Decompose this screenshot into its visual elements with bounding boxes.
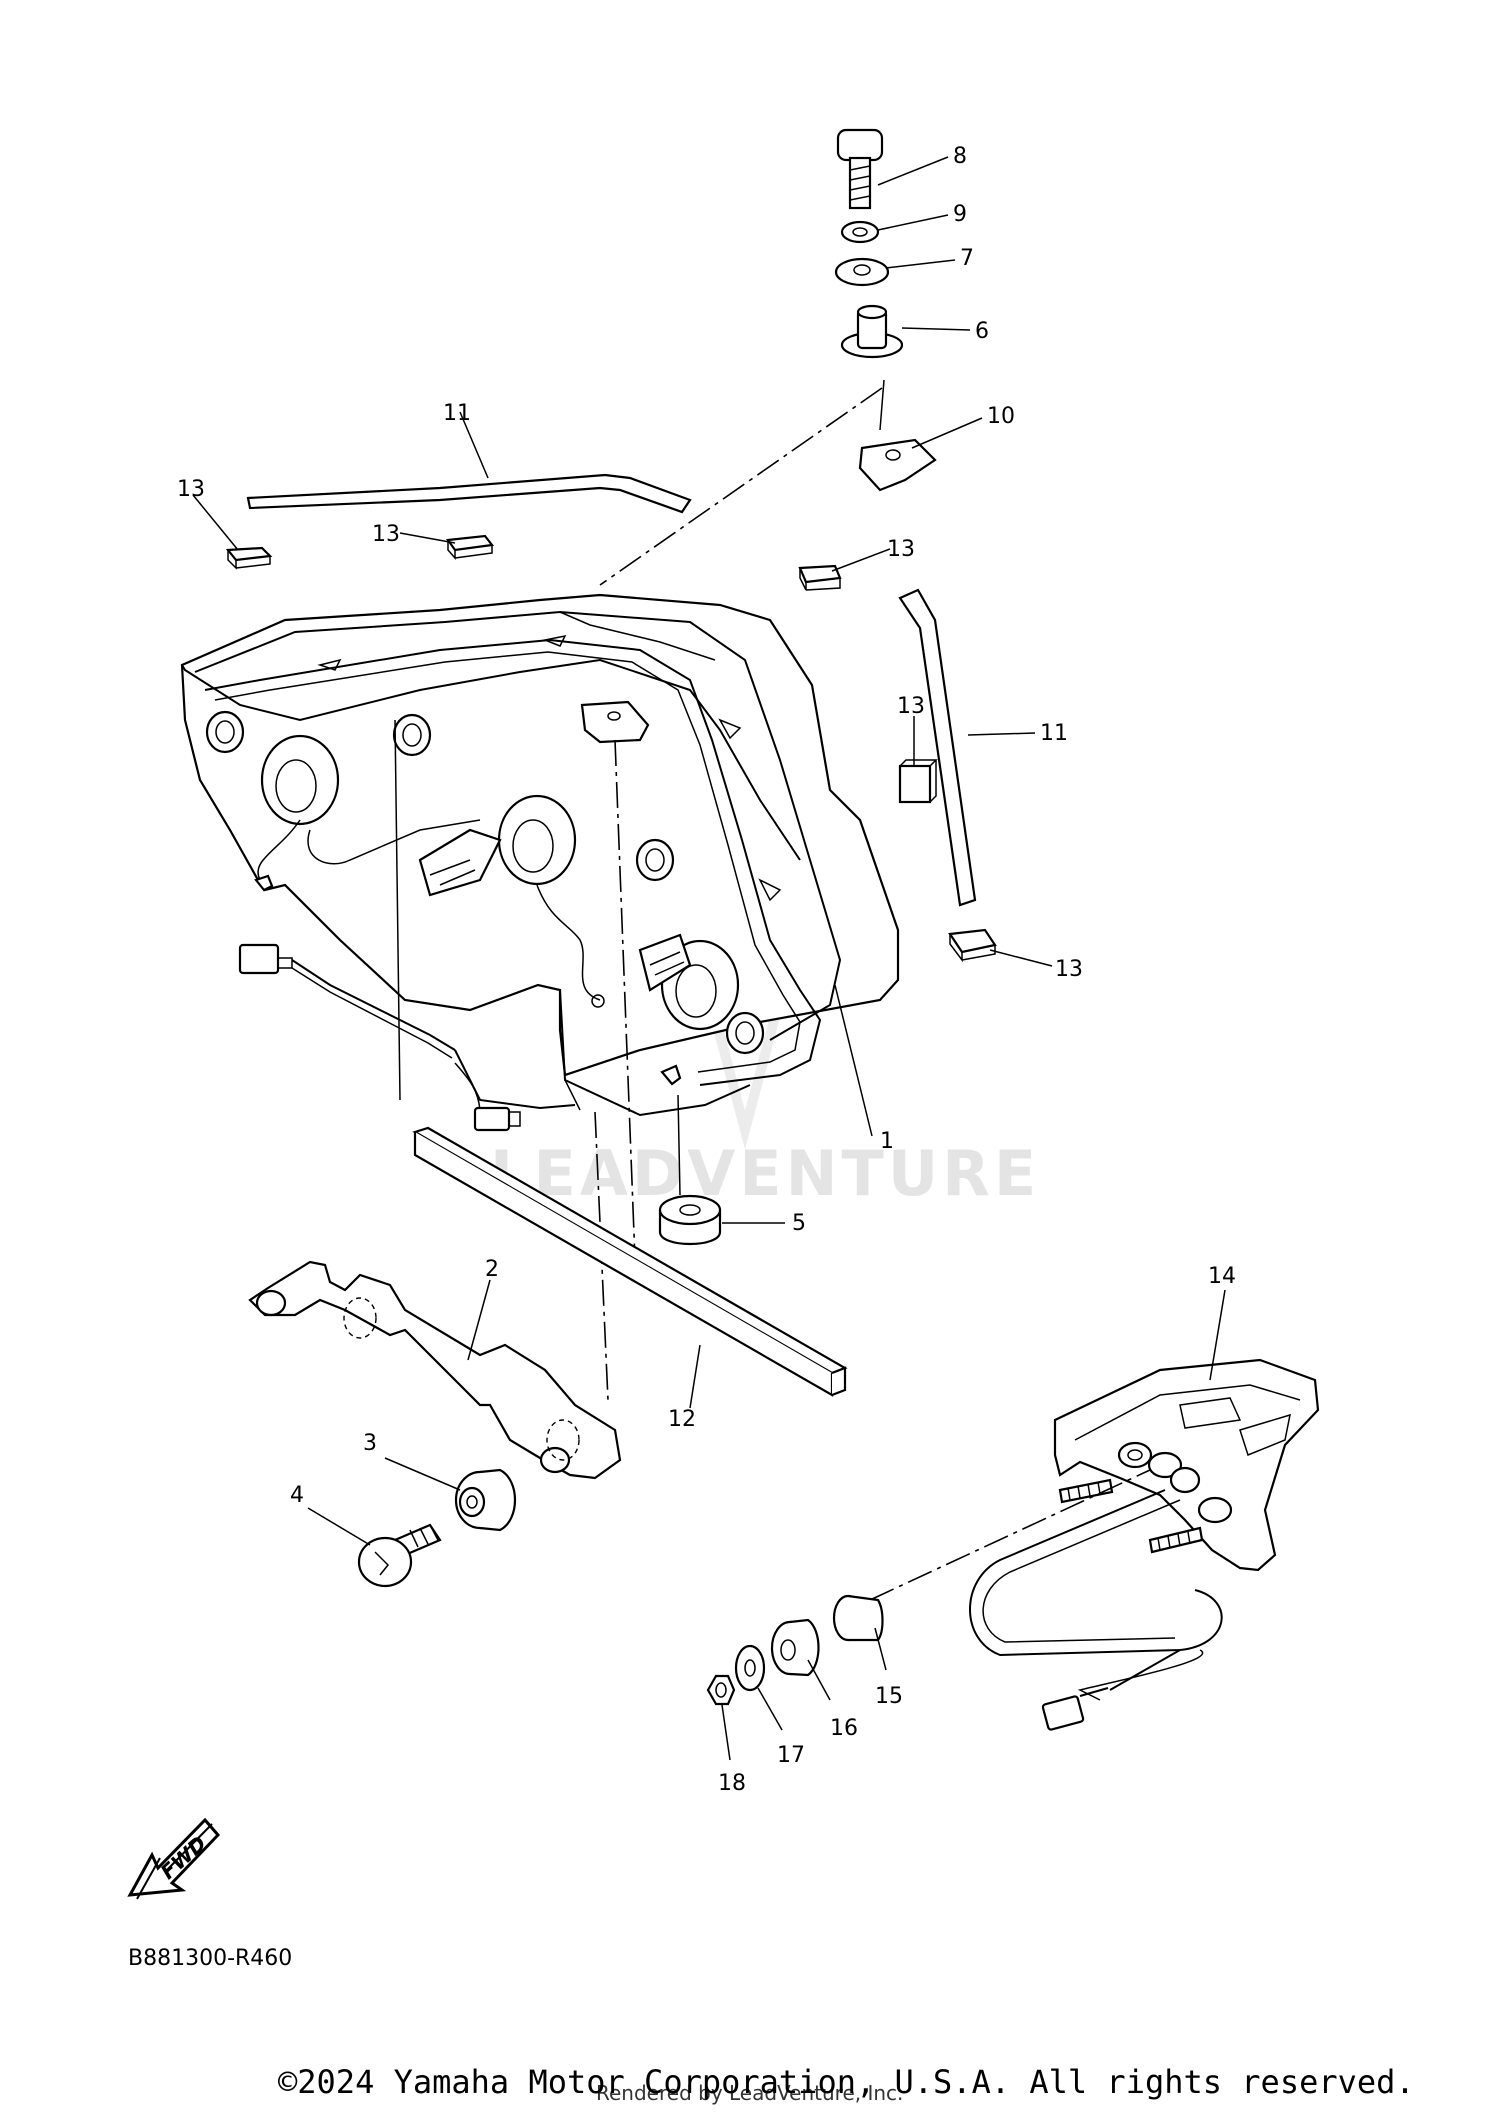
- assembly-line: [614, 739, 636, 1261]
- pad-13: [225, 546, 273, 570]
- wire-harness: [238, 943, 576, 1132]
- callout-8: 8: [953, 144, 967, 169]
- grommet-16: [770, 1618, 820, 1677]
- callout-13: 13: [887, 537, 915, 562]
- bolt-8: [836, 128, 884, 210]
- callout-4: 4: [290, 1483, 304, 1508]
- callout-9: 9: [953, 202, 967, 227]
- assembly-line-bolt: [599, 387, 883, 586]
- callout-16: 16: [830, 1716, 858, 1741]
- assembly-line-license: [869, 1469, 1151, 1601]
- pad-13: [898, 759, 938, 804]
- license-light-14: [969, 1358, 1320, 1731]
- pad-13: [798, 564, 842, 591]
- callout-14: 14: [1208, 1264, 1236, 1289]
- pad-13: [446, 534, 495, 560]
- callout-15: 15: [875, 1684, 903, 1709]
- nut-clip-10: [858, 438, 937, 492]
- callout-6: 6: [975, 319, 989, 344]
- grommet-3: [454, 1468, 517, 1532]
- seal-strip-11-top: [246, 473, 692, 514]
- bracket-2: [248, 1260, 622, 1480]
- fwd-arrow-icon: FWD: [127, 1817, 221, 1900]
- nut-18: [706, 1674, 736, 1706]
- callout-13: 13: [177, 477, 205, 502]
- seal-strip-11-right: [898, 588, 977, 907]
- grommet-5: [658, 1194, 722, 1246]
- collar-15: [832, 1594, 884, 1642]
- callout-11-top: 11: [443, 401, 471, 426]
- seal-bar-12: [412, 1126, 848, 1397]
- callout-11-right: 11: [1040, 721, 1068, 746]
- callout-2: 2: [485, 1257, 499, 1282]
- rendered-by: Rendered by LeadVenture, Inc.: [596, 2081, 903, 2105]
- callout-7: 7: [960, 246, 974, 271]
- callout-10: 10: [987, 404, 1015, 429]
- copyright-notice: ©2024 Yamaha Motor Corporation, U.S.A. A…: [278, 2063, 1415, 2101]
- leader-lines: [192, 156, 1226, 1761]
- callout-13: 13: [372, 522, 400, 547]
- washer-17: [734, 1644, 766, 1692]
- callout-12: 12: [668, 1407, 696, 1432]
- pad-13: [948, 928, 997, 963]
- callout-1: 1: [880, 1129, 894, 1154]
- callout-18: 18: [718, 1771, 746, 1796]
- watermark-text: LEADVENTURE: [490, 1137, 1040, 1210]
- drawing-code: B881300-R460: [128, 1946, 292, 1971]
- callout-13: 13: [1055, 957, 1083, 982]
- screw-4: [357, 1523, 442, 1588]
- collar-6: [840, 304, 904, 359]
- tail-light-housing-1: [180, 593, 900, 1117]
- callout-17: 17: [777, 1743, 805, 1768]
- callout-13: 13: [897, 694, 925, 719]
- washer-9: [840, 220, 880, 244]
- washer-7: [834, 257, 890, 287]
- callout-3: 3: [363, 1431, 377, 1456]
- callout-5: 5: [792, 1211, 806, 1236]
